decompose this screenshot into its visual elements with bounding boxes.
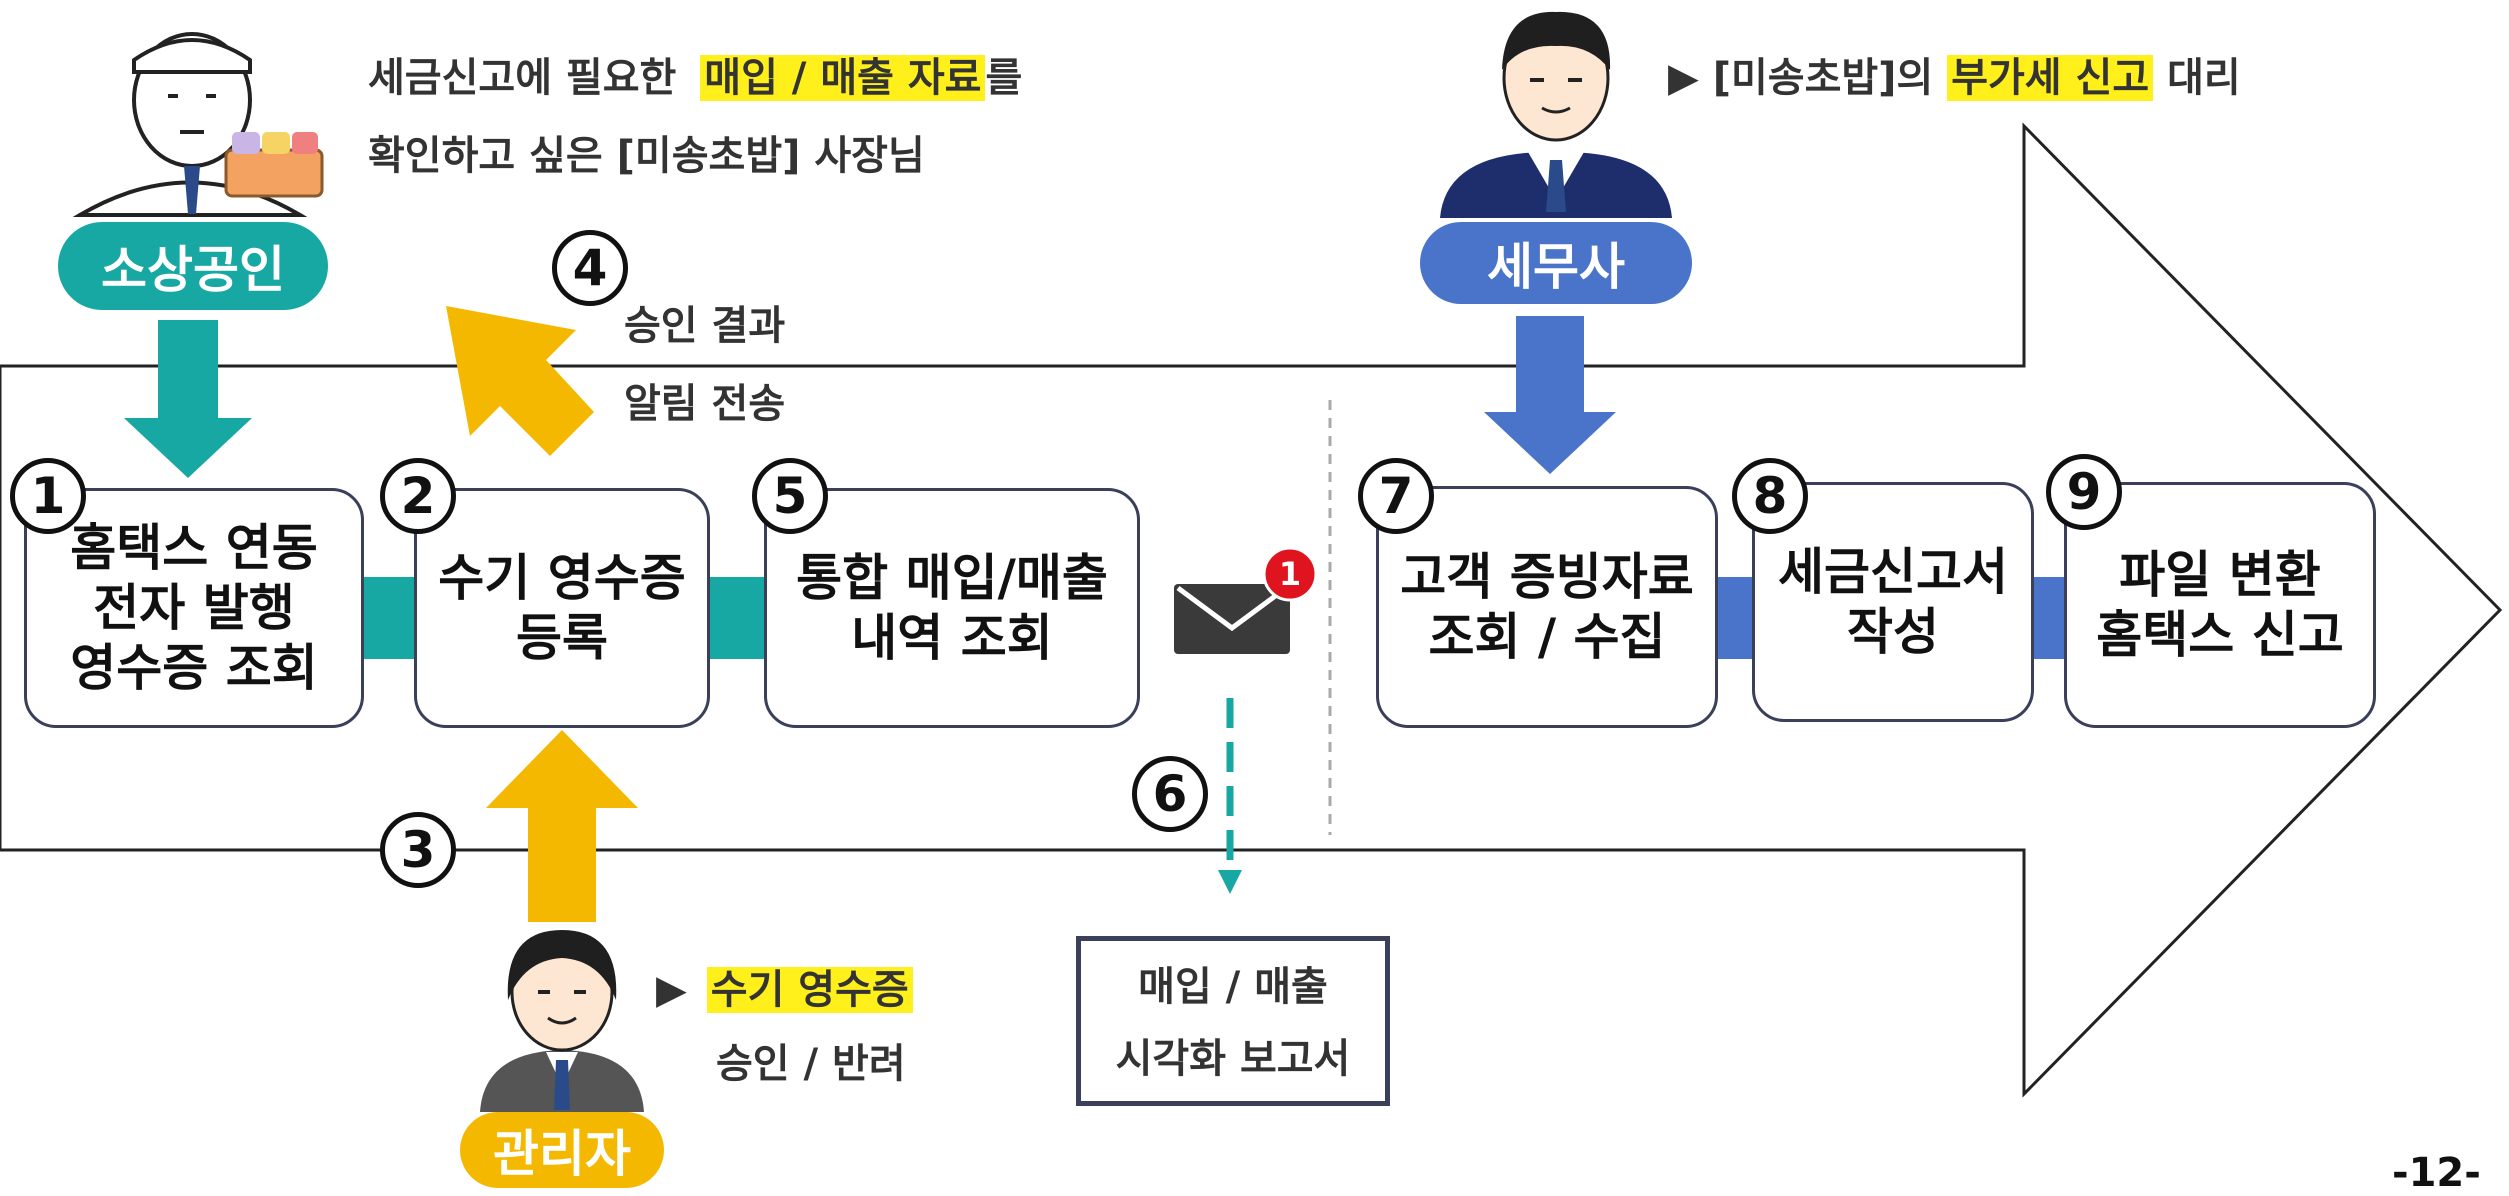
page-number: -12-: [2392, 1150, 2481, 1196]
accountant-role-badge: 세무사: [1420, 222, 1692, 304]
owner-down-arrow: [124, 320, 252, 478]
step-1-box: 홈택스 연동 전자 발행 영수증 조회: [24, 488, 364, 728]
accountant-down-arrow: [1484, 316, 1616, 474]
step-7-number: 7: [1358, 458, 1434, 534]
step-8-number: 8: [1732, 458, 1808, 534]
step-1-number: 1: [10, 458, 86, 534]
step-7-box: 고객 증빙자료 조회 / 수집: [1376, 486, 1718, 728]
manager-note-line1: ▶ 수기 영수증: [656, 966, 913, 1014]
step-4-number: 4: [552, 230, 628, 306]
approval-note-line2: 알림 전송: [624, 381, 786, 427]
step-9-box: 파일 변환 홈택스 신고: [2064, 482, 2376, 728]
owner-note-text-a: 세금신고에 필요한: [368, 55, 677, 101]
step-8-box: 세금신고서 작성: [1752, 482, 2034, 722]
approval-note-line1: 승인 결과: [624, 303, 786, 349]
accountant-figure: [1440, 11, 1672, 218]
step-2-box: 수기 영수증 등록: [414, 488, 710, 728]
report-line1: 매입 / 매출: [1138, 964, 1328, 1010]
envelope-icon: [1174, 546, 1318, 654]
accountant-note: ▶ [미송초밥]의 부가세 신고 대리: [1668, 54, 2241, 102]
manager-note-highlight: 수기 영수증: [706, 967, 913, 1013]
manager-role-badge: 관리자: [460, 1112, 664, 1188]
step-9-number: 9: [2046, 454, 2122, 530]
report-arrowhead: [1218, 870, 1242, 894]
manager-figure: [480, 930, 644, 1112]
manager-note-marker: ▶: [656, 967, 687, 1013]
accountant-role-label: 세무사: [1487, 238, 1625, 296]
step-5-box: 통합 매입/매출 내역 조회: [764, 488, 1140, 728]
step-2-number: 2: [380, 458, 456, 534]
owner-note-line2: 확인하고 싶은 [미송초밥] 사장님: [368, 133, 925, 179]
step-3-number: 3: [380, 812, 456, 888]
owner-note-highlight: 매입 / 매출 자료: [700, 55, 986, 101]
accountant-note-text-a: ▶ [미송초밥]의: [1668, 55, 1934, 101]
approval-notify-arrow: [446, 306, 594, 456]
manager-up-arrow: [486, 730, 638, 922]
owner-role-label: 소상공인: [101, 241, 285, 299]
connector-1-2: [360, 577, 416, 659]
accountant-note-text-b: 대리: [2167, 55, 2241, 101]
visual-report-box: 매입 / 매출 시각화 보고서: [1076, 936, 1390, 1106]
connector-7-8: [1716, 577, 1754, 659]
step-5-number: 5: [752, 458, 828, 534]
owner-note-text-b: 를: [985, 55, 1023, 101]
owner-figure: [72, 32, 324, 217]
manager-role-label: 관리자: [493, 1125, 631, 1183]
step-6-number: 6: [1132, 756, 1208, 832]
report-line2: 시각화 보고서: [1115, 1036, 1351, 1082]
mail-badge-count: 1: [1278, 555, 1302, 593]
manager-note-line2: 승인 / 반려: [716, 1041, 906, 1087]
connector-2-5: [708, 577, 768, 659]
accountant-note-highlight: 부가세 신고: [1947, 55, 2154, 101]
connector-8-9: [2030, 577, 2066, 659]
owner-role-badge: 소상공인: [58, 222, 328, 310]
